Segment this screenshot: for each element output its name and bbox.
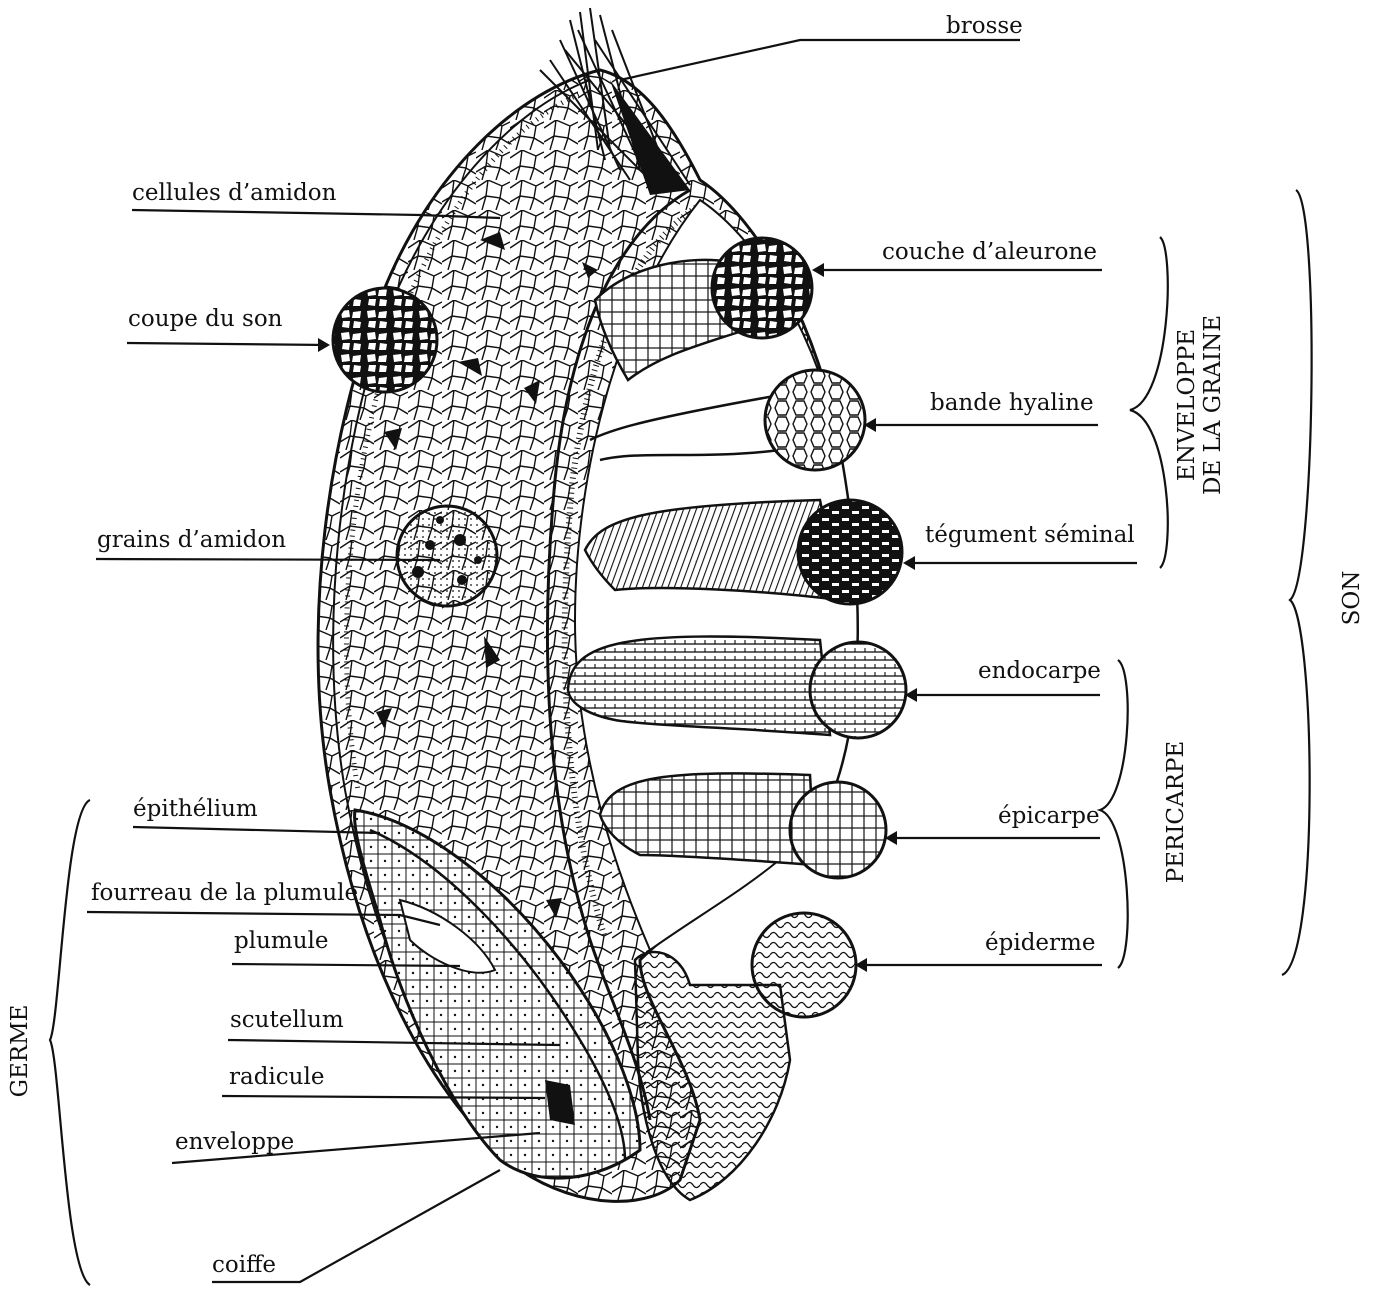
label-enveloppe: enveloppe: [175, 1129, 294, 1155]
brace-pericarpe: [1100, 660, 1128, 968]
label-fourreau-plumule: fourreau de la plumule: [91, 880, 358, 906]
epidermis-circle: [752, 913, 856, 1017]
label-couche-aleurone: couche d’aleurone: [882, 239, 1097, 265]
group-label-enveloppe-line1: ENVELOPPE: [1174, 315, 1200, 495]
group-label-germe: GERME: [7, 1005, 33, 1098]
group-label-enveloppe-line2: DE LA GRAINE: [1200, 315, 1226, 495]
brace-son: [1282, 190, 1312, 975]
label-epicarpe: épicarpe: [998, 803, 1100, 829]
aleurone-circle: [712, 238, 812, 338]
brace-enveloppe-graine: [1130, 237, 1168, 568]
endocarp-circle: [810, 642, 906, 738]
label-endocarpe: endocarpe: [978, 658, 1101, 684]
hyaline-circle: [765, 370, 865, 470]
label-epithelium: épithélium: [133, 796, 258, 822]
group-label-pericarpe: PERICARPE: [1163, 741, 1189, 883]
epicarp-circle: [790, 782, 886, 878]
label-coupe-son: coupe du son: [128, 306, 283, 332]
label-tegument-seminal: tégument séminal: [925, 522, 1135, 548]
label-radicule: radicule: [229, 1064, 324, 1090]
seminal-coat-circle: [798, 500, 902, 604]
bran-section-circle: [333, 288, 437, 392]
label-cellules-amidon: cellules d’amidon: [132, 180, 336, 206]
label-scutellum: scutellum: [230, 1007, 344, 1033]
label-brosse: brosse: [946, 13, 1023, 39]
label-plumule: plumule: [234, 928, 328, 954]
label-grains-amidon: grains d’amidon: [97, 527, 286, 553]
epicarp-slab: [600, 773, 815, 865]
label-epiderme: épiderme: [985, 930, 1095, 956]
brace-germe: [50, 800, 90, 1285]
starch-grains-circle: [397, 506, 497, 606]
group-label-enveloppe-graine: ENVELOPPE DE LA GRAINE: [1174, 315, 1226, 495]
group-label-son: SON: [1339, 571, 1365, 626]
label-bande-hyaline: bande hyaline: [930, 390, 1094, 416]
label-coiffe: coiffe: [212, 1252, 276, 1278]
